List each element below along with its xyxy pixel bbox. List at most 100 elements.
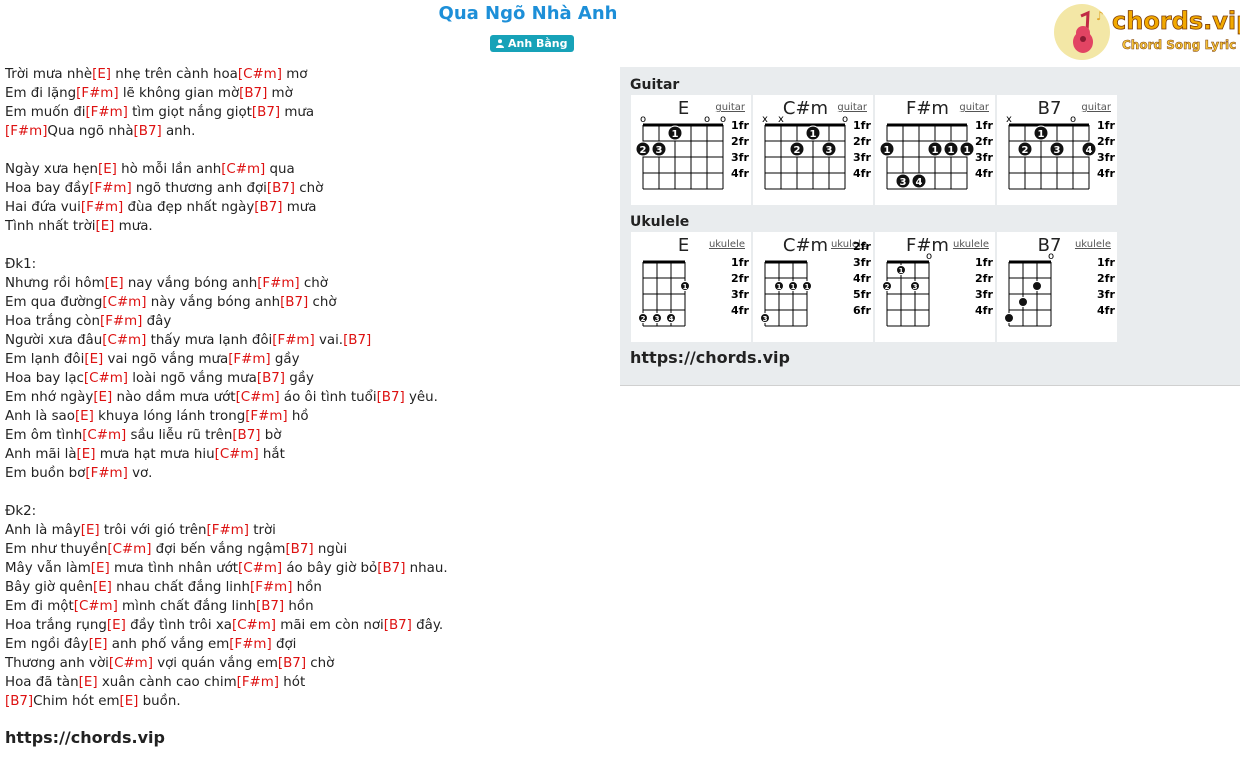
chord-type-link[interactable]: guitar: [715, 102, 745, 113]
chord-link[interactable]: [C#m]: [102, 333, 147, 348]
site-logo[interactable]: ♪ chords.vip Chord Song Lyric: [1052, 2, 1240, 62]
chord-link[interactable]: [E]: [104, 276, 124, 291]
chord-link[interactable]: [C#m]: [73, 599, 118, 614]
chord-link[interactable]: [F#m]: [257, 276, 300, 291]
chord-link[interactable]: [C#m]: [238, 561, 283, 576]
chord-link[interactable]: [B7]: [285, 542, 314, 557]
chord-link[interactable]: [F#m]: [89, 181, 132, 196]
fret-label: 1fr: [975, 256, 993, 269]
finger-number: 1: [964, 145, 971, 156]
chord-link[interactable]: [B7]: [377, 561, 406, 576]
chord-link[interactable]: [F#m]: [85, 105, 128, 120]
lyric-text: Mây vẫn làm: [5, 561, 91, 576]
finger-number: 2: [641, 315, 646, 323]
chord-link[interactable]: [E]: [78, 675, 98, 690]
chord-link[interactable]: [E]: [88, 637, 108, 652]
chord-link[interactable]: [E]: [98, 162, 117, 177]
lyric-text: Em ôm tình: [5, 428, 83, 443]
chord-link[interactable]: [B7]: [232, 428, 261, 443]
lyric-line: Em như thuyền[C#m] đợi bến vắng ngậm[B7]…: [5, 540, 605, 559]
chord-link[interactable]: [F#m]: [76, 86, 119, 101]
chord-link[interactable]: [C#m]: [107, 542, 152, 557]
lyric-line: Anh mãi là[E] mưa hạt mưa hiu[C#m] hắt: [5, 445, 605, 464]
finger-dot: [896, 265, 906, 275]
chord-type-link[interactable]: guitar: [959, 102, 989, 113]
chord-link[interactable]: [F#m]: [250, 580, 293, 595]
panel-footer-link[interactable]: https://chords.vip: [630, 348, 790, 367]
chord-link[interactable]: [C#m]: [102, 295, 147, 310]
chord-link[interactable]: [C#m]: [231, 618, 277, 633]
artist-badge[interactable]: Anh Bằng: [490, 35, 574, 52]
lyric-text: đây: [142, 314, 172, 329]
chord-link[interactable]: [F#m]: [80, 200, 124, 215]
chord-link[interactable]: [C#m]: [82, 428, 127, 443]
chord-type-link[interactable]: ukulele: [952, 239, 989, 250]
chord-link[interactable]: [F#m]: [228, 352, 271, 367]
chord-link[interactable]: [B7]: [383, 618, 412, 633]
chord-link[interactable]: [F#m]: [85, 466, 128, 481]
lyrics-footer-link[interactable]: https://chords.vip: [5, 728, 165, 747]
lyric-text: Em nhớ ngày: [5, 390, 94, 405]
chord-link[interactable]: [C#m]: [108, 656, 153, 671]
lyric-text: Em đi một: [5, 599, 74, 614]
chord-link[interactable]: [E]: [80, 523, 100, 538]
lyric-text: Hai đứa vui: [5, 200, 81, 215]
fret-label: 2fr: [1097, 135, 1115, 148]
chord-link[interactable]: [C#m]: [214, 447, 259, 462]
chord-type-link[interactable]: guitar: [1081, 102, 1111, 113]
chord-link[interactable]: [C#m]: [221, 162, 266, 177]
lyric-text: qua: [265, 162, 295, 177]
lyric-text: mơ: [281, 67, 308, 82]
chord-link[interactable]: [F#m]: [236, 675, 280, 690]
fret-label: 3fr: [853, 256, 871, 269]
chord-link[interactable]: [B7]: [239, 86, 268, 101]
chord-link[interactable]: [E]: [90, 561, 110, 576]
chord-link[interactable]: [B7]: [256, 371, 286, 386]
chord-link[interactable]: [F#m]: [5, 124, 48, 139]
chord-link[interactable]: [B7]: [343, 333, 372, 348]
chord-link[interactable]: [F#m]: [99, 314, 143, 329]
user-icon: [496, 39, 504, 48]
chord-link[interactable]: [C#m]: [235, 390, 280, 405]
finger-dot: [1049, 141, 1065, 157]
chord-link[interactable]: [E]: [74, 409, 94, 424]
chord-link[interactable]: [B7]: [280, 295, 309, 310]
chord-link[interactable]: [B7]: [254, 200, 283, 215]
chord-type-link[interactable]: ukulele: [708, 239, 745, 250]
chord-link[interactable]: [B7]: [133, 124, 162, 139]
chord-type-link[interactable]: guitar: [837, 102, 867, 113]
chord-link[interactable]: [B7]: [266, 181, 296, 196]
chord-link[interactable]: [B7]: [5, 694, 34, 709]
chord-link[interactable]: [E]: [93, 390, 113, 405]
chord-type-link[interactable]: ukulele: [1074, 239, 1111, 250]
chord-link[interactable]: [C#m]: [83, 371, 128, 386]
chord-link[interactable]: [B7]: [277, 656, 307, 671]
chord-link[interactable]: [E]: [84, 352, 104, 367]
chord-link[interactable]: [C#m]: [237, 67, 282, 82]
chord-type-link[interactable]: ukulele: [830, 239, 867, 250]
chord-link[interactable]: [E]: [106, 618, 126, 633]
chord-link[interactable]: [F#m]: [272, 333, 315, 348]
chord-link[interactable]: [E]: [92, 580, 112, 595]
chord-link[interactable]: [E]: [76, 447, 96, 462]
chord-link[interactable]: [F#m]: [245, 409, 288, 424]
chord-link[interactable]: [B7]: [255, 599, 285, 614]
lyric-line: Hoa trắng rụng[E] đầy tình trôi xa[C#m] …: [5, 616, 605, 635]
chord-link[interactable]: [E]: [119, 694, 139, 709]
chord-link[interactable]: [B7]: [251, 105, 281, 120]
chord-link[interactable]: [F#m]: [229, 637, 272, 652]
chord-link[interactable]: [E]: [95, 219, 115, 234]
chord-link[interactable]: [F#m]: [206, 523, 249, 538]
chord-link[interactable]: [B7]: [376, 390, 405, 405]
chord-link[interactable]: [E]: [92, 67, 112, 82]
